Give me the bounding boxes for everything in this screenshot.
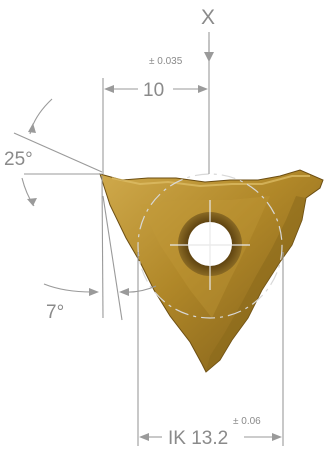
ik-tolerance: ± 0.06 <box>233 416 261 427</box>
center-crosshair <box>170 200 250 290</box>
ik-dimension: IK 13.2 ± 0.06 <box>137 252 284 449</box>
x-axis-label: X <box>201 6 215 29</box>
inscribed-circle <box>137 173 283 319</box>
top-angle-value: 25° <box>4 149 33 170</box>
width-tolerance: ± 0.035 <box>149 56 183 67</box>
width-value: 10 <box>143 80 164 101</box>
bottom-angle-value: 7° <box>46 302 64 323</box>
top-angle-dimension: 25° <box>4 98 103 207</box>
ik-value: IK 13.2 <box>168 428 228 449</box>
width-dimension: 10 ± 0.035 <box>102 56 208 174</box>
bottom-angle-dimension: 7° <box>43 175 157 323</box>
